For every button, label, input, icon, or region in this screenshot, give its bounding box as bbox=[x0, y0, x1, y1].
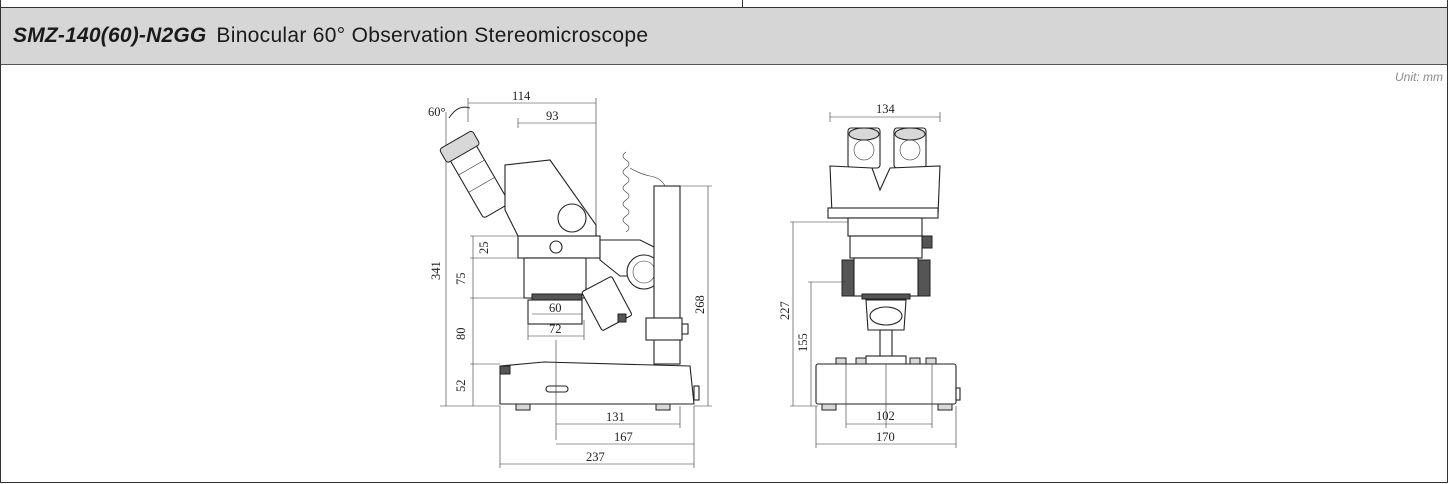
dim-80: 80 bbox=[454, 328, 468, 341]
dim-227: 227 bbox=[778, 301, 792, 320]
side-objective bbox=[527, 299, 583, 325]
front-zoom-knob-left bbox=[841, 259, 855, 297]
side-view-drawing: 60° 114 93 341 25 75 80 52 60 72 268 131… bbox=[428, 89, 712, 468]
dim-131: 131 bbox=[606, 410, 625, 424]
front-zoom-knob-right bbox=[917, 259, 931, 297]
front-zoom-body bbox=[849, 235, 923, 259]
product-header: SMZ-140(60)-N2GG Binocular 60° Observati… bbox=[1, 8, 1447, 65]
dim-155: 155 bbox=[796, 333, 810, 352]
dim-102: 102 bbox=[876, 409, 895, 423]
angle-label: 60° bbox=[428, 105, 446, 119]
product-panel: SMZ-140(60)-N2GG Binocular 60° Observati… bbox=[0, 8, 1448, 483]
side-base bbox=[499, 361, 695, 405]
dim-134: 134 bbox=[876, 102, 896, 116]
front-zoom-ring bbox=[861, 293, 911, 300]
side-zoom-ring bbox=[531, 293, 583, 301]
side-coiled-cord bbox=[622, 151, 630, 233]
dim-60: 60 bbox=[549, 301, 562, 315]
angle-arc bbox=[448, 106, 471, 119]
top-strip-divider bbox=[742, 0, 743, 7]
dim-52: 52 bbox=[454, 380, 468, 393]
dim-25: 25 bbox=[477, 242, 491, 255]
side-focus-knob-small bbox=[557, 203, 587, 233]
dim-75: 75 bbox=[454, 273, 468, 286]
dim-167: 167 bbox=[614, 430, 633, 444]
side-zoom-body bbox=[523, 257, 587, 299]
dim-237: 237 bbox=[586, 450, 605, 464]
dim-268: 268 bbox=[693, 295, 707, 314]
side-lamp bbox=[581, 276, 633, 331]
dim-93: 93 bbox=[546, 109, 559, 123]
dim-114: 114 bbox=[512, 89, 531, 103]
model-number: SMZ-140(60)-N2GG bbox=[13, 24, 207, 47]
dim-72: 72 bbox=[549, 322, 562, 336]
front-head bbox=[829, 165, 941, 215]
dim-341: 341 bbox=[429, 261, 443, 280]
product-description: Binocular 60° Observation Stereomicrosco… bbox=[216, 24, 649, 47]
dim-170: 170 bbox=[876, 430, 895, 444]
unit-label: Unit: mm bbox=[1395, 70, 1443, 84]
front-view-drawing: 134 227 bbox=[778, 102, 961, 448]
